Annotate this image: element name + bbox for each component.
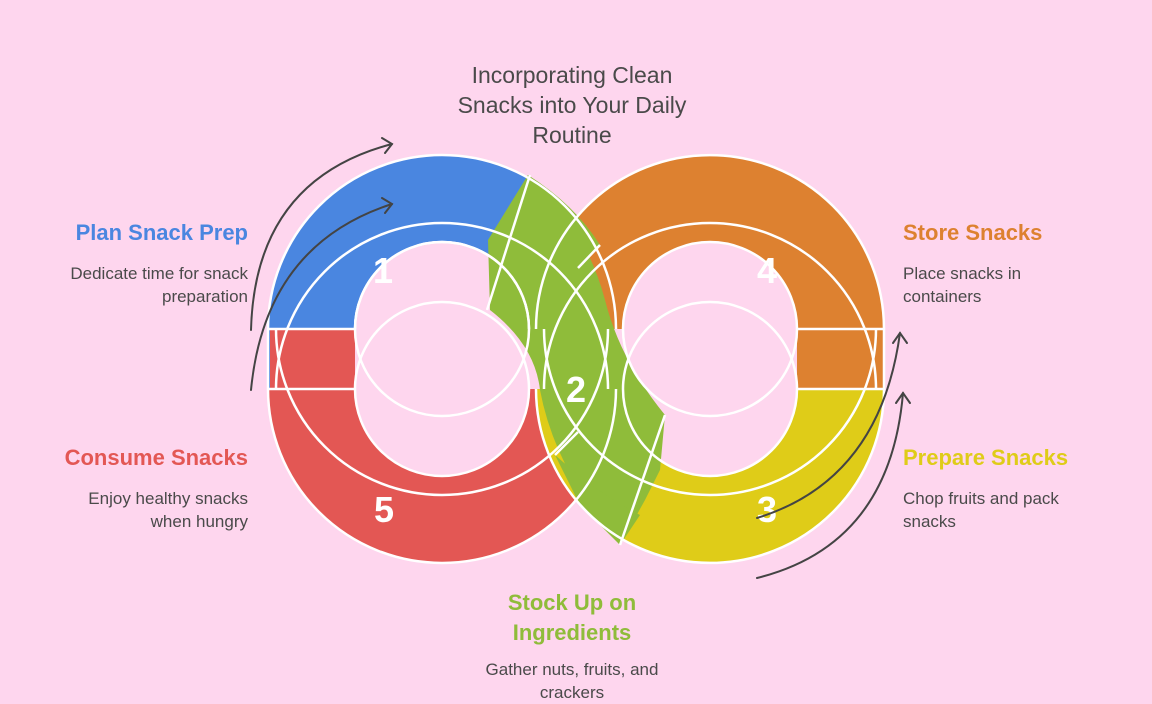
step-4-description: Place snacks in containers bbox=[903, 262, 1021, 308]
step-4-number: 4 bbox=[757, 250, 777, 291]
step-1-title: Plan Snack Prep bbox=[75, 220, 248, 245]
step-5-number: 5 bbox=[374, 489, 394, 530]
description-line: snacks bbox=[903, 512, 956, 531]
step-1-number: 1 bbox=[373, 250, 393, 291]
description-line: Enjoy healthy snacks bbox=[88, 489, 248, 508]
description-line: Place snacks in bbox=[903, 264, 1022, 283]
step-5-description: Enjoy healthy snacks when hungry bbox=[88, 487, 248, 533]
ring-outlines bbox=[266, 153, 886, 565]
arrow-icon bbox=[756, 392, 904, 579]
title-line: Stock Up on bbox=[507, 590, 637, 615]
description-line: Gather nuts, fruits, and bbox=[485, 660, 659, 679]
step-3-title: Prepare Snacks bbox=[903, 445, 1069, 470]
left-hole bbox=[355, 302, 529, 416]
step-5-title: Consume Snacks bbox=[64, 445, 248, 470]
step-2-title: Stock Up on Ingredients bbox=[472, 588, 672, 648]
arrow-icon bbox=[250, 203, 393, 391]
step-2-description: Gather nuts, fruits, and crackers bbox=[462, 658, 682, 704]
arrow-icon bbox=[250, 143, 393, 331]
title-line: Snacks into Your Daily bbox=[457, 92, 687, 118]
arrow-icon bbox=[381, 197, 394, 214]
description-line: crackers bbox=[539, 683, 605, 702]
title-line: Routine bbox=[532, 122, 612, 148]
step-1-description: Dedicate time for snack preparation bbox=[70, 262, 248, 308]
description-line: Chop fruits and pack bbox=[903, 489, 1059, 508]
step-4-title: Store Snacks bbox=[903, 220, 1043, 245]
step-2-segment bbox=[488, 175, 665, 545]
arrow-icon bbox=[756, 332, 901, 519]
description-line: when hungry bbox=[150, 512, 248, 531]
description-line: Dedicate time for snack bbox=[70, 264, 248, 283]
title-line: Ingredients bbox=[512, 620, 632, 645]
step-3-description: Chop fruits and pack snacks bbox=[903, 487, 1059, 533]
arrow-icon bbox=[895, 391, 911, 404]
diagram-title: Incorporating Clean Snacks into Your Dai… bbox=[432, 60, 712, 150]
arrow-icon bbox=[892, 331, 908, 344]
step-2-number: 2 bbox=[566, 369, 586, 410]
description-line: containers bbox=[903, 287, 982, 306]
arrow-icon bbox=[381, 137, 394, 154]
step-3-number: 3 bbox=[757, 489, 777, 530]
description-line: preparation bbox=[161, 287, 248, 306]
title-line: Incorporating Clean bbox=[471, 62, 673, 88]
right-hole bbox=[623, 302, 797, 416]
cycle-arrows bbox=[250, 137, 911, 579]
